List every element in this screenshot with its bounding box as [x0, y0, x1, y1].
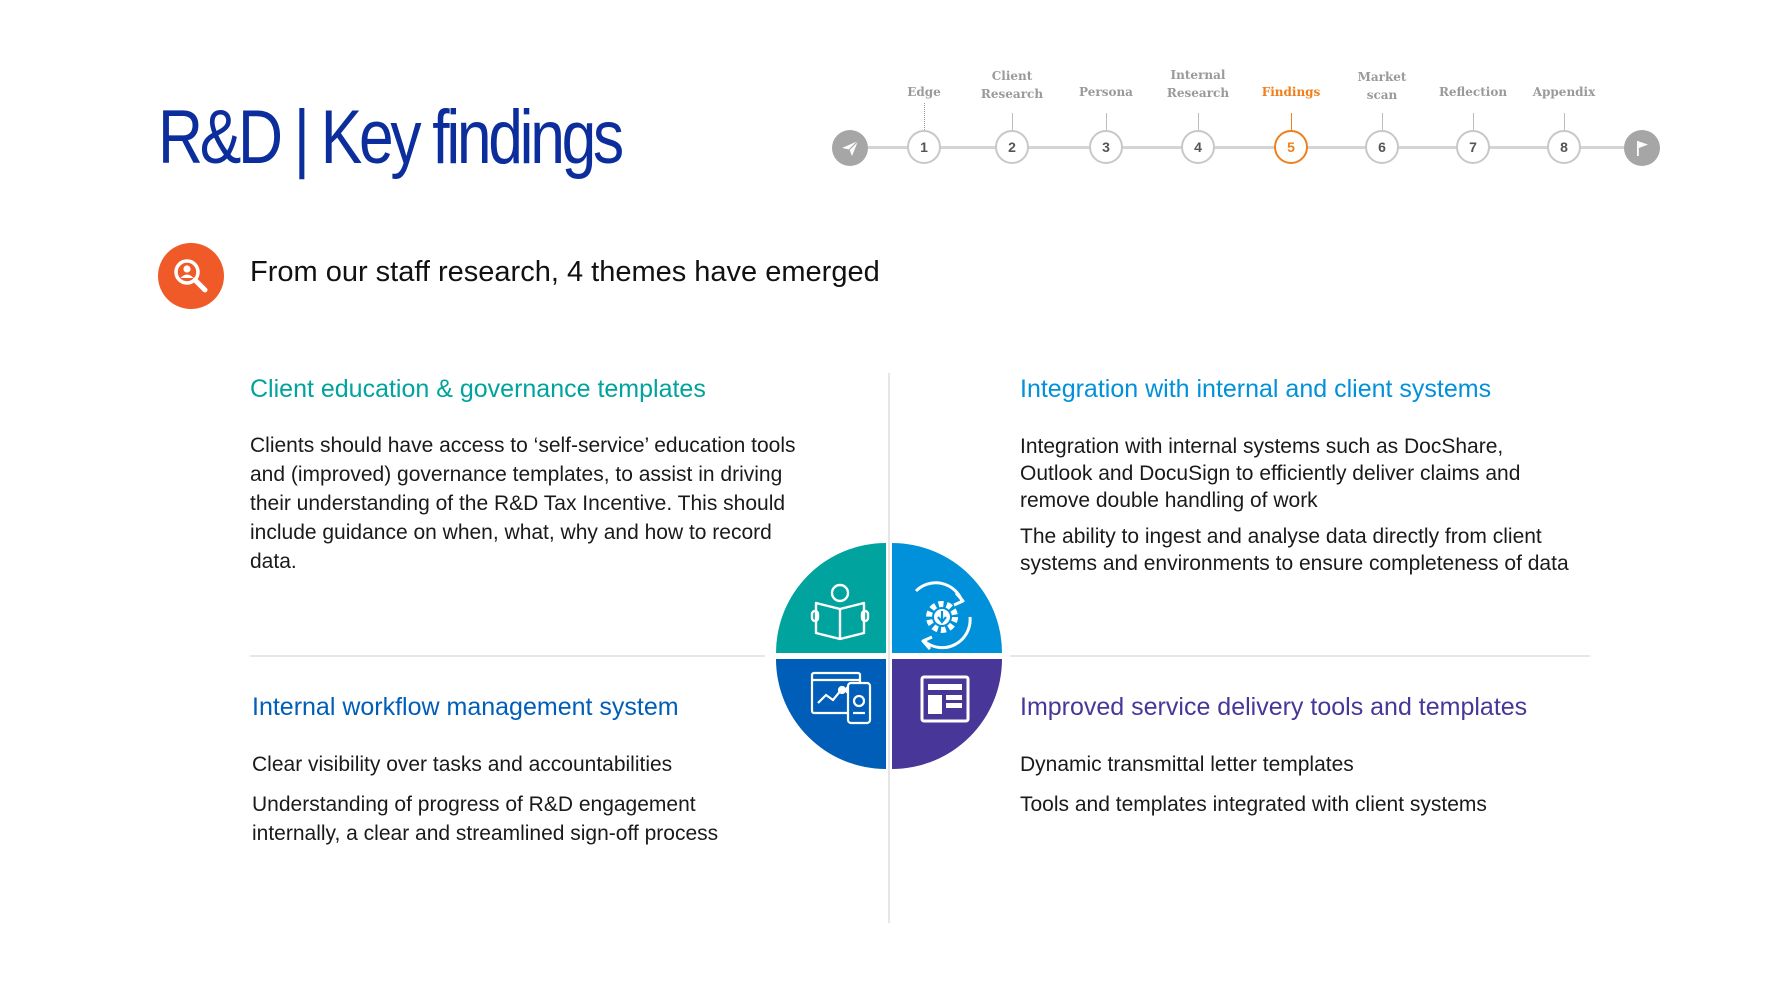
step-node-6[interactable]: 6: [1365, 130, 1399, 164]
theme-paragraph: Clear visibility over tasks and accounta…: [252, 753, 673, 776]
step-tick: [1291, 113, 1292, 130]
theme-title-workflow: Internal workflow management system: [252, 693, 679, 721]
step-node-2[interactable]: 2: [995, 130, 1029, 164]
horizontal-divider-right: [1010, 655, 1590, 657]
step-label-persona: Persona: [1079, 85, 1133, 99]
step-tick: [1564, 113, 1565, 130]
step-tick: [1473, 113, 1474, 130]
step-node-7[interactable]: 7: [1456, 130, 1490, 164]
step-label-internal-research: Internal Research: [1166, 68, 1230, 100]
step-node-8[interactable]: 8: [1547, 130, 1581, 164]
paper-plane-icon[interactable]: [832, 130, 868, 166]
step-label-appendix: Appendix: [1532, 85, 1596, 99]
theme-paragraph: Clients should have access to ‘self-serv…: [250, 434, 796, 573]
themes-wheel: [776, 543, 1002, 769]
theme-body-workflow: Clear visibility over tasks and accounta…: [252, 750, 772, 848]
step-label-client-research: Client Research: [980, 69, 1044, 101]
theme-paragraph: Understanding of progress of R&D engagem…: [252, 793, 719, 845]
theme-body-client-education: Clients should have access to ‘self-serv…: [250, 431, 810, 576]
step-node-4[interactable]: 4: [1181, 130, 1215, 164]
step-label-reflection: Reflection: [1438, 85, 1508, 99]
step-tick: [1198, 113, 1199, 130]
step-label-edge: Edge: [907, 85, 941, 99]
wheel-quadrant-client-education: [776, 543, 886, 653]
horizontal-divider-left: [250, 655, 765, 657]
vertical-divider: [888, 373, 890, 923]
step-tick: [1382, 113, 1383, 130]
page-title: R&D | Key findings: [158, 95, 624, 180]
step-tick: [924, 103, 925, 130]
step-label-market-scan: Market scan: [1357, 70, 1407, 102]
step-tick: [1106, 113, 1107, 130]
step-node-3[interactable]: 3: [1089, 130, 1123, 164]
theme-paragraph: Dynamic transmittal letter templates: [1020, 753, 1354, 776]
step-node-5[interactable]: 5: [1274, 130, 1308, 164]
step-label-findings: Findings: [1261, 85, 1321, 99]
tracker-line: [850, 146, 1650, 149]
theme-body-integration: Integration with internal systems such a…: [1020, 433, 1580, 577]
template-layout-icon: [920, 675, 970, 723]
theme-title-client-education: Client education & governance templates: [250, 375, 706, 403]
search-user-icon: [158, 243, 224, 309]
wheel-quadrant-integration: [892, 543, 1002, 653]
theme-title-service-delivery: Improved service delivery tools and temp…: [1020, 693, 1528, 721]
theme-title-integration: Integration with internal and client sys…: [1020, 375, 1492, 403]
theme-body-service-delivery: Dynamic transmittal letter templates Too…: [1020, 750, 1580, 819]
theme-paragraph: Integration with internal systems such a…: [1020, 435, 1521, 512]
theme-paragraph: The ability to ingest and analyse data d…: [1020, 525, 1569, 575]
page-subtitle: From our staff research, 4 themes have e…: [250, 256, 880, 288]
wheel-quadrant-service-delivery: [892, 659, 1002, 769]
reading-person-icon: [810, 583, 870, 641]
gear-sync-icon: [914, 581, 972, 650]
progress-tracker: Edge 1 Client Research 2 Persona 3 Inter…: [830, 68, 1670, 175]
step-tick: [1012, 113, 1013, 130]
flag-icon[interactable]: [1624, 130, 1660, 166]
step-node-1[interactable]: 1: [907, 130, 941, 164]
dashboard-devices-icon: [810, 671, 872, 725]
theme-paragraph: Tools and templates integrated with clie…: [1020, 793, 1487, 816]
